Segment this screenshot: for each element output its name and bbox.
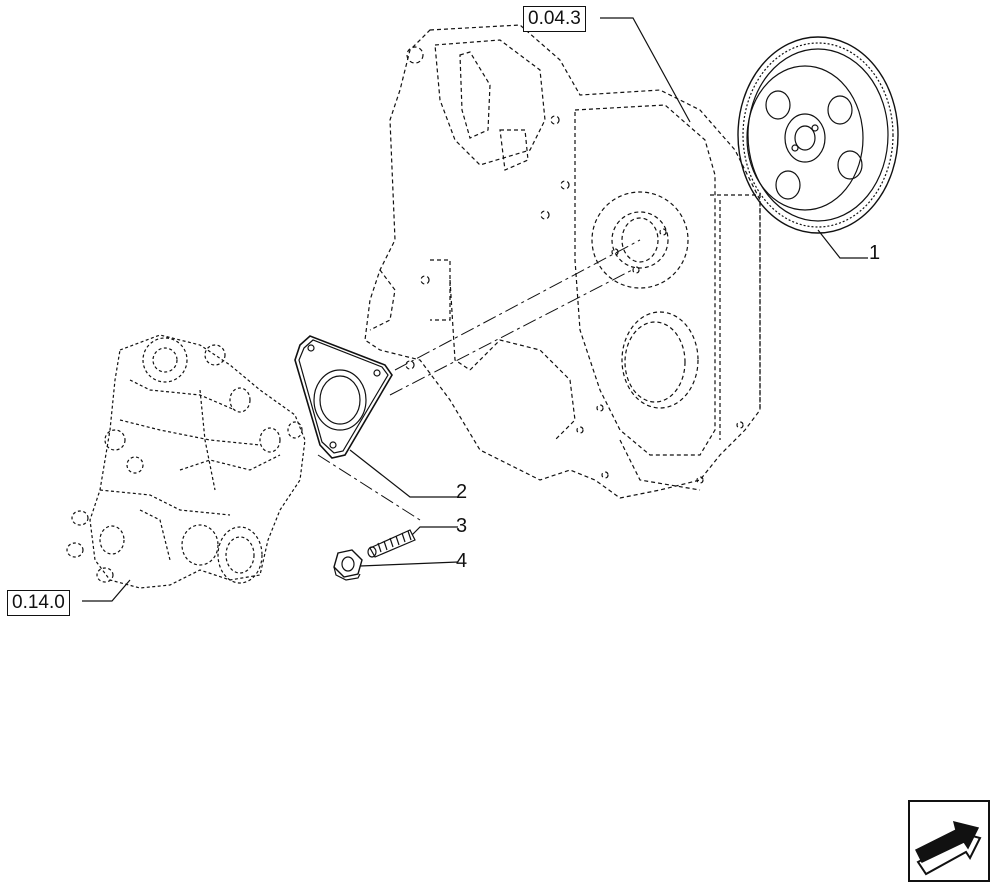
drive-gear — [737, 36, 899, 234]
timing-cover-housing — [364, 24, 761, 499]
stud-bolt — [367, 529, 416, 558]
callout-1: 1 — [869, 242, 881, 264]
reference-box-0-04-3[interactable]: 0.04.3 — [523, 6, 586, 32]
arrow-next-icon — [914, 820, 982, 876]
reference-box-0-14-0[interactable]: 0.14.0 — [7, 590, 70, 616]
gasket-plate — [294, 335, 393, 459]
leader-lines — [82, 17, 868, 602]
injection-pump — [66, 334, 306, 589]
flange-nut — [333, 549, 363, 581]
assembly-centerlines — [317, 239, 641, 521]
callout-3: 3 — [456, 515, 468, 537]
callout-4: 4 — [456, 550, 468, 572]
callout-2: 2 — [456, 481, 468, 503]
next-page-button[interactable] — [908, 800, 990, 882]
